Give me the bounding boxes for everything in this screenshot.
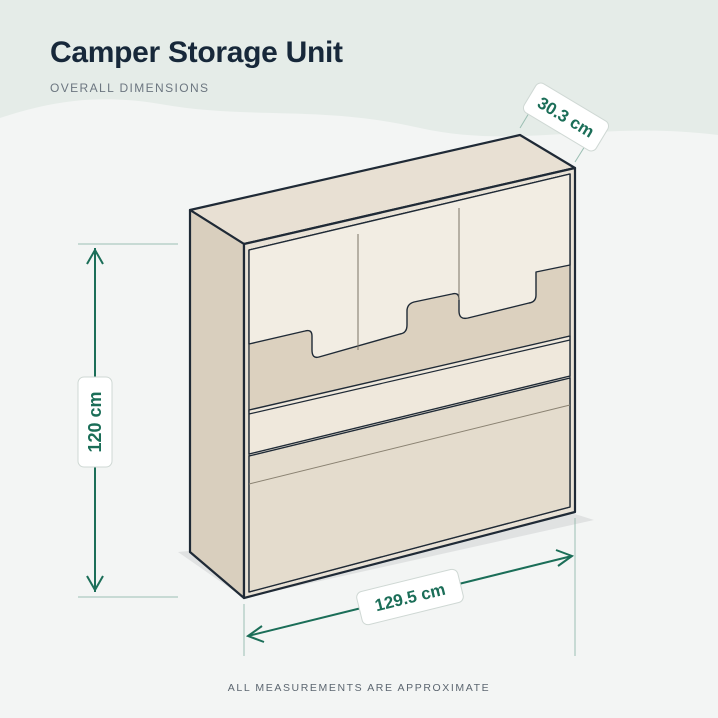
cabinet-side <box>188 208 246 600</box>
depth-label-box <box>522 82 610 152</box>
shelf-band <box>248 335 571 455</box>
shelf-edge <box>248 339 571 415</box>
page-subtitle: OVERALL DIMENSIONS <box>50 81 210 95</box>
height-label: 120 cm <box>85 391 105 452</box>
page-title: Camper Storage Unit <box>50 36 343 69</box>
width-label-box <box>356 568 464 626</box>
width-label-group: 129.5 cm <box>356 568 464 626</box>
height-label-box <box>77 376 113 468</box>
lower-drawer <box>248 377 571 593</box>
drawer-line <box>248 404 571 485</box>
footer-note: ALL MEASUREMENTS ARE APPROXIMATE <box>227 682 491 694</box>
cabinet-illustration <box>188 133 577 600</box>
bin-fronts <box>248 173 571 359</box>
